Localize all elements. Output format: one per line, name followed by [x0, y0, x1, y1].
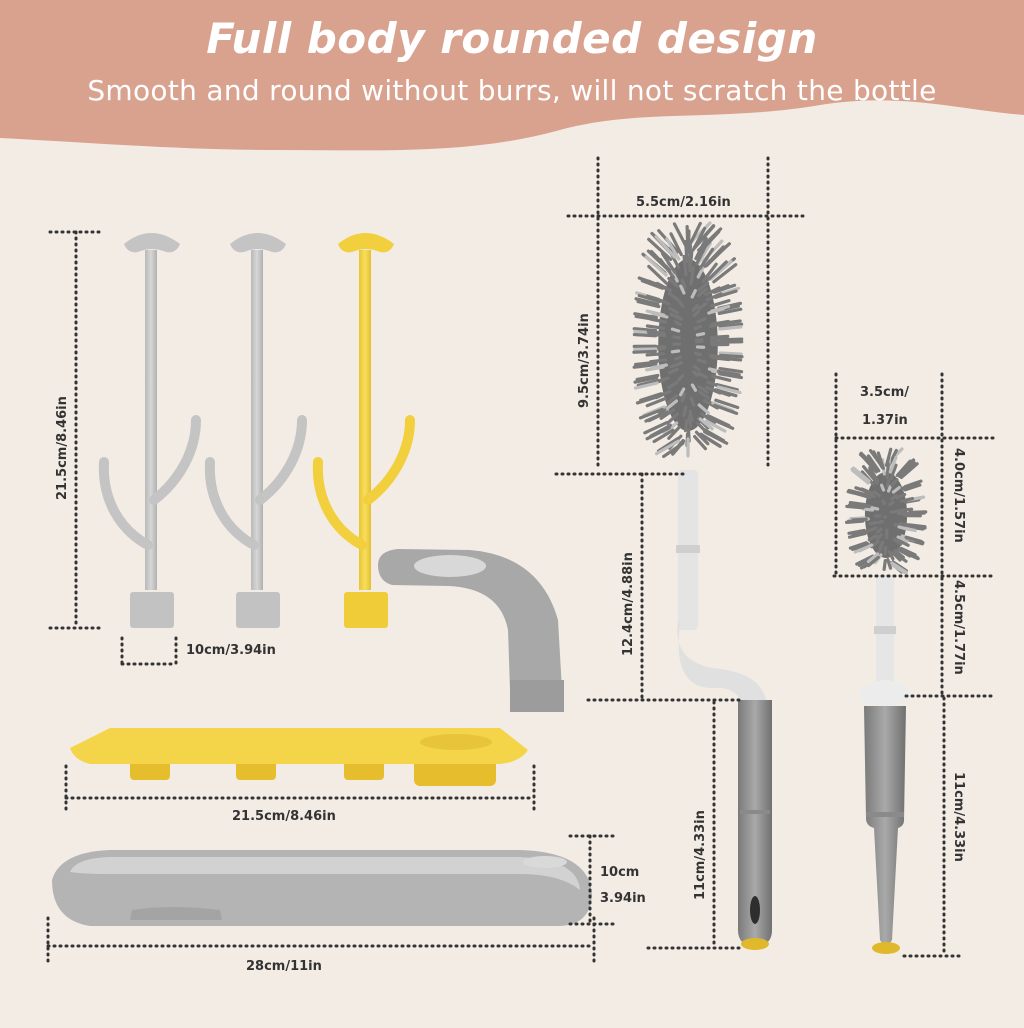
brush-holder-arm — [378, 549, 564, 712]
rack-peg-gray-2 — [210, 233, 302, 628]
big-brush-head — [634, 223, 742, 456]
label-big-brush-neck: 12.4cm/4.88in — [621, 552, 636, 656]
yellow-tray — [70, 728, 528, 786]
gray-base — [52, 850, 592, 926]
label-base-height-in: 3.94in — [600, 891, 646, 906]
label-small-brush-width-cm: 3.5cm/ — [860, 385, 909, 400]
page-title: Full body rounded design — [0, 14, 1024, 63]
label-tray-width: 21.5cm/8.46in — [232, 809, 336, 824]
small-brush-head — [847, 449, 926, 573]
label-small-brush-handle: 11cm/4.33in — [951, 772, 966, 862]
label-big-brush-handle: 11cm/4.33in — [693, 810, 708, 900]
label-small-brush-head: 4.0cm/1.57in — [951, 448, 966, 543]
label-small-brush-neck: 4.5cm/1.77in — [951, 580, 966, 675]
label-big-brush-width: 5.5cm/2.16in — [636, 195, 731, 210]
label-small-brush-width-in: 1.37in — [862, 413, 908, 428]
small-brush — [847, 449, 926, 954]
label-base-width: 28cm/11in — [246, 959, 322, 974]
page-subtitle: Smooth and round without burrs, will not… — [0, 74, 1024, 107]
label-base-height-cm: 10cm — [600, 865, 639, 880]
label-big-brush-head: 9.5cm/3.74in — [577, 313, 592, 408]
label-rack-height: 21.5cm/8.46in — [55, 396, 70, 500]
rack-peg-gray-1 — [104, 233, 196, 628]
label-rack-spacing: 10cm/3.94in — [186, 643, 276, 658]
dim-rack-spacing — [122, 638, 176, 668]
